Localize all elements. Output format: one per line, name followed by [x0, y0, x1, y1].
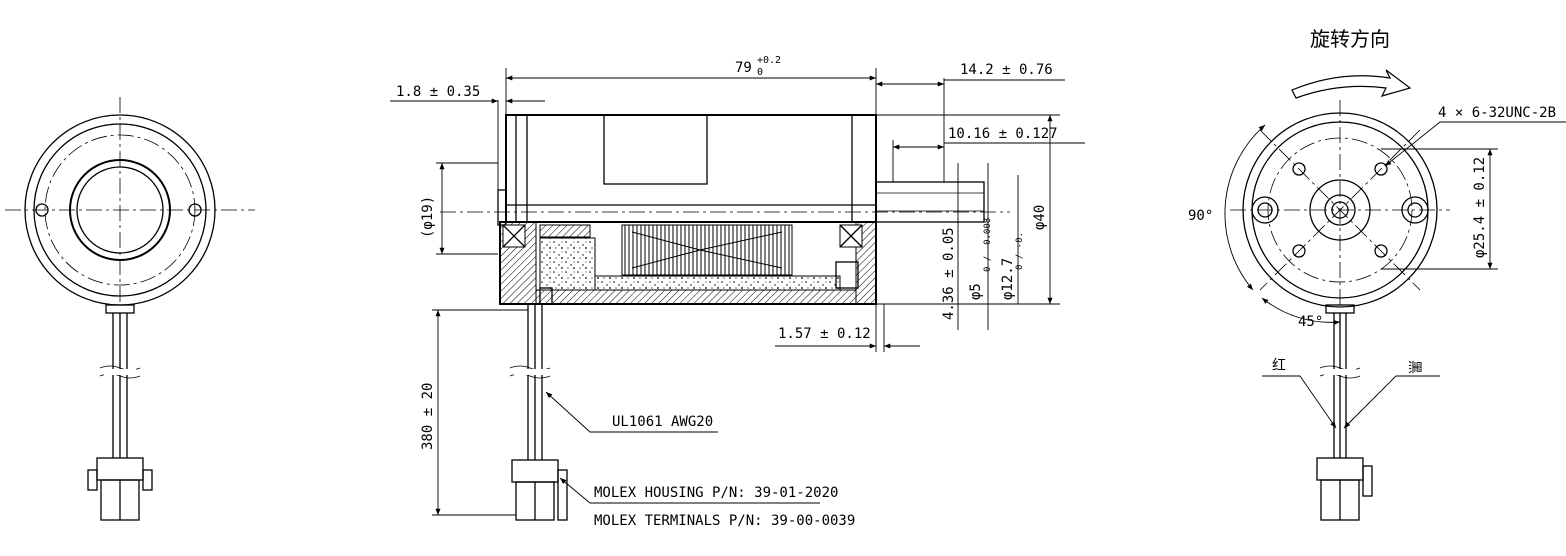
boss-height-value: 1.57 ± 0.12 [778, 326, 871, 342]
rear-end-view [5, 97, 255, 521]
hub-diameter-value: (φ19) [420, 196, 436, 238]
shaft-flat-value: 10.16 ± 0.127 [948, 126, 1058, 142]
lead-length-value: 380 ± 20 [420, 383, 436, 450]
overall-length-tol-upper: +0.2 [757, 55, 781, 66]
wire-spec-note: UL1061 AWG20 [612, 414, 713, 430]
wire-red-label: 红 [1272, 358, 1286, 374]
bolt-circle-value: φ25.4 ± 0.12 [1472, 157, 1488, 258]
boss-diameter-value: φ12.7 [1000, 258, 1016, 300]
shaft-extension-value: 14.2 ± 0.76 [960, 62, 1053, 78]
body-diameter-value: φ40 [1032, 205, 1048, 230]
overall-length-tol-lower: 0 [757, 67, 763, 78]
shaft-diameter-tol: 0 / -0.008 [983, 218, 993, 272]
housing-pn-note: MOLEX HOUSING P/N: 39-01-2020 [594, 485, 838, 501]
angle-45-label: 45° [1298, 314, 1323, 330]
overall-length-value: 79 [735, 60, 752, 76]
connector [87, 457, 153, 521]
rotation-arrow-icon [1291, 69, 1412, 99]
flange-thickness-value: 1.8 ± 0.35 [396, 84, 480, 100]
connector [511, 459, 568, 521]
angle-90-label: 90° [1188, 208, 1213, 224]
thread-spec-label: 4 × 6-32UNC-2B [1438, 105, 1556, 121]
wire-black-label: 黑 [1406, 360, 1422, 374]
shaft-diameter-value: φ5 [968, 283, 984, 300]
boss-diameter-tol: 0 / -0. [1015, 232, 1025, 270]
front-end-view: 旋转方向 90° 45° 4 × 6-32UNC-2B φ25.4 ± [1188, 27, 1566, 521]
connector [1316, 457, 1373, 521]
terminals-pn-note: MOLEX TERMINALS P/N: 39-00-0039 [594, 513, 855, 529]
side-section-view: 79 +0.2 0 1.8 ± 0.35 14.2 ± 0.76 10.16 ±… [390, 55, 1085, 529]
rotation-direction-label: 旋转方向 [1310, 27, 1390, 51]
shaft-offset-value: 4.36 ± 0.05 [941, 227, 957, 320]
